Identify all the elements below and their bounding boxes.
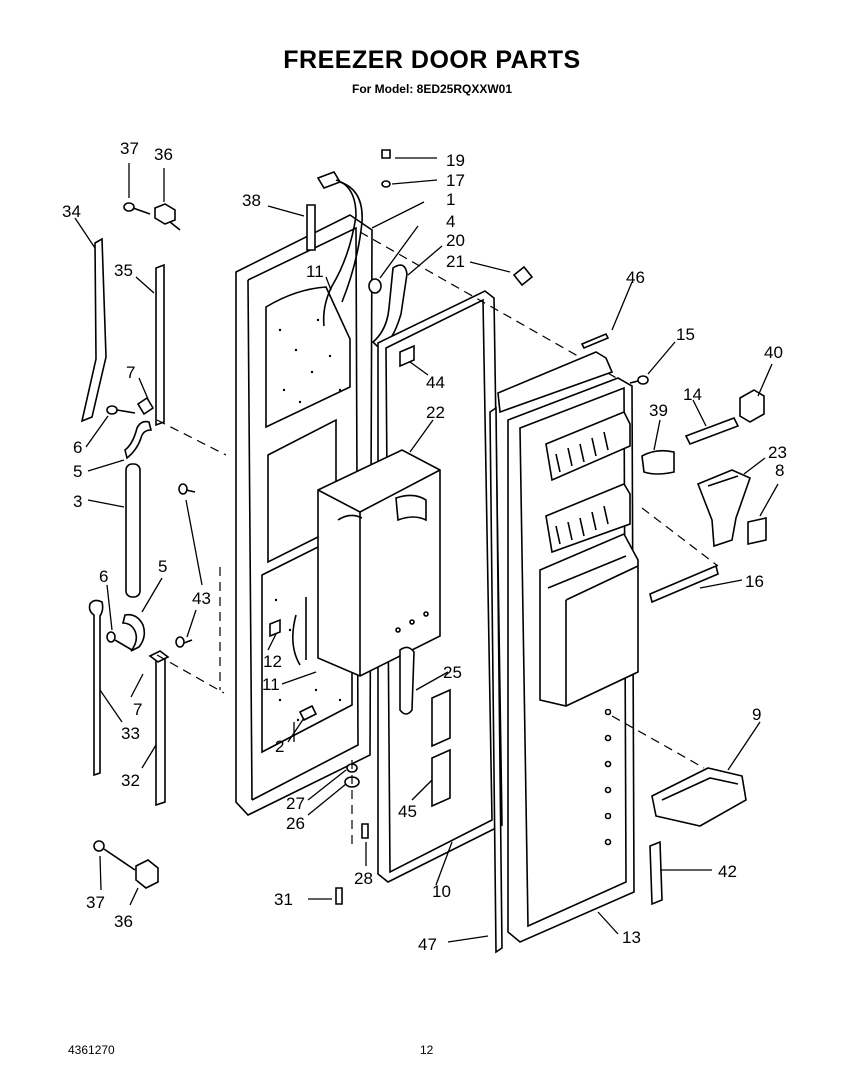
hinge-screw-top (123, 202, 151, 215)
callout-11: 11 (262, 675, 280, 694)
door-trim-strip-lower (155, 655, 166, 807)
callout-7: 7 (133, 700, 142, 719)
callout-45: 45 (398, 802, 417, 821)
callout-20: 20 (446, 231, 465, 250)
callout-5: 5 (158, 557, 167, 576)
callout-6: 6 (99, 567, 108, 586)
dispenser-slide-rail (649, 564, 719, 604)
model-subtitle: For Model: 8ED25RQXXW01 (351, 82, 513, 96)
callout-46: 46 (626, 268, 645, 287)
callout-15: 15 (676, 325, 695, 344)
shoulder-screw-lower (175, 636, 193, 648)
callout-28: 28 (354, 869, 373, 888)
screw-upper (106, 396, 155, 416)
actuator-bar (684, 416, 740, 446)
door-trim-strip-upper (155, 263, 165, 427)
door-switch-bracket (269, 614, 301, 666)
callout-21: 21 (446, 252, 465, 271)
page-number: 12 (420, 1043, 434, 1057)
hinge-cam-upper (124, 420, 153, 460)
page-title: FREEZER DOOR PARTS (283, 46, 581, 74)
callout-2: 2 (275, 737, 284, 756)
callout-5: 5 (73, 462, 82, 481)
door-gasket-strip-lower (88, 599, 104, 777)
callout-47: 47 (418, 935, 437, 954)
callout-31: 31 (274, 890, 293, 909)
dispenser-bezel-cap (641, 449, 675, 475)
shoulder-screw-upper (178, 483, 196, 495)
ice-chute-duct (317, 449, 441, 677)
callout-4: 4 (446, 212, 455, 231)
door-side-trim (489, 406, 503, 954)
callout-22: 22 (426, 403, 445, 422)
insulation-blocks (431, 688, 451, 808)
callout-1: 1 (446, 190, 455, 209)
door-handle-bar (125, 463, 141, 598)
callout-19: 19 (446, 151, 465, 170)
callout-42: 42 (718, 862, 737, 881)
callout-14: 14 (683, 385, 702, 404)
door-vent-tube (306, 204, 316, 251)
screw-lower (106, 631, 133, 651)
callout-34: 34 (62, 202, 81, 221)
tube-cap (368, 278, 382, 294)
drip-tray (651, 767, 747, 827)
door-hinge-pin (298, 704, 318, 722)
callout-25: 25 (443, 663, 462, 682)
lower-hinge-screw (361, 823, 369, 839)
hinge-cam-lower (121, 613, 146, 652)
callout-27: 27 (286, 794, 305, 813)
callout-32: 32 (121, 771, 140, 790)
callout-44: 44 (426, 373, 445, 392)
callout-36: 36 (114, 912, 133, 931)
tray-bracket (649, 840, 663, 906)
ice-chute-funnel (696, 469, 751, 548)
callout-11: 11 (306, 262, 324, 281)
mounting-plate (747, 517, 767, 545)
switch-housing (739, 389, 765, 423)
hinge-bracket-top (154, 203, 181, 231)
callout-17: 17 (446, 171, 465, 190)
water-tube (399, 646, 415, 715)
liner-clip (399, 344, 415, 368)
callout-38: 38 (242, 191, 261, 210)
callout-3: 3 (73, 492, 82, 511)
hinge-bracket-bottom (135, 859, 159, 889)
grommet-screw (381, 149, 391, 188)
callout-33: 33 (121, 724, 140, 743)
hinge-screw-bottom (93, 840, 136, 871)
callout-8: 8 (775, 461, 784, 480)
callout-6: 6 (73, 438, 82, 457)
callout-35: 35 (114, 261, 133, 280)
callout-26: 26 (286, 814, 305, 833)
callout-12: 12 (263, 652, 282, 671)
callout-37: 37 (86, 893, 105, 912)
callout-9: 9 (752, 705, 761, 724)
dispenser-door-panel (497, 351, 639, 943)
callout-36: 36 (154, 145, 173, 164)
callout-10: 10 (432, 882, 451, 901)
panel-screw (629, 375, 649, 385)
callout-13: 13 (622, 928, 641, 947)
callout-40: 40 (764, 343, 783, 362)
wiring-harness (316, 171, 363, 327)
callout-7: 7 (126, 363, 135, 382)
callout-23: 23 (768, 443, 787, 462)
callout-37: 37 (120, 139, 139, 158)
door-gasket-strip-upper (80, 237, 107, 423)
document-number: 4361270 (68, 1043, 115, 1057)
callout-39: 39 (649, 401, 668, 420)
callout-16: 16 (745, 572, 764, 591)
callout-43: 43 (192, 589, 211, 608)
door-stop-screw (335, 887, 343, 905)
wire-connector-nut (512, 265, 534, 287)
